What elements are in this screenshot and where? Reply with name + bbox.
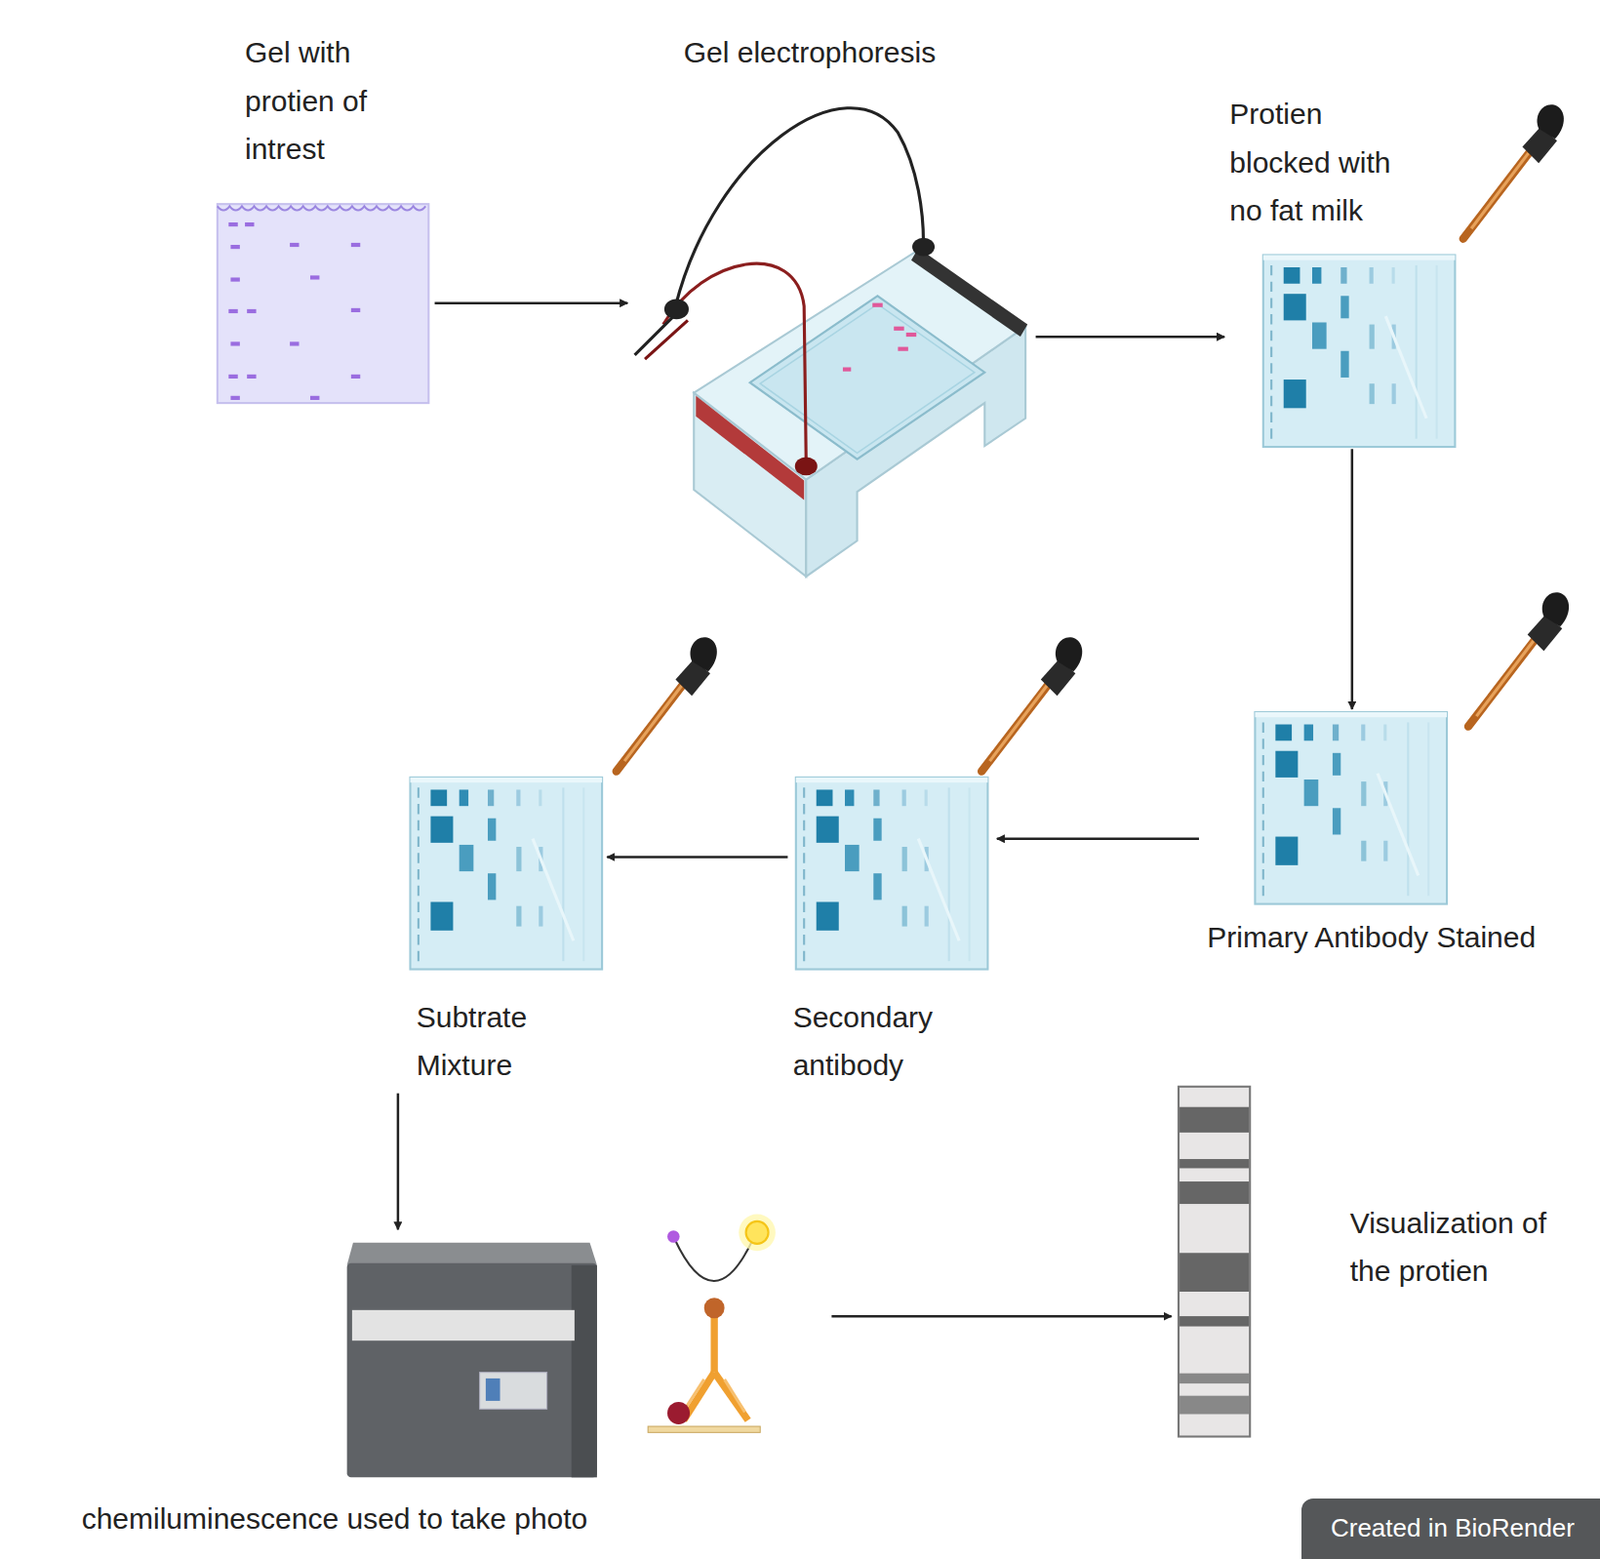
step-group: Protien blocked with no fat milk bbox=[1224, 89, 1462, 449]
step-label: chemiluminescence used to take photo bbox=[81, 1494, 589, 1544]
imager bbox=[347, 1242, 598, 1479]
step-group: Subtrate Mixture bbox=[387, 773, 607, 1094]
flow-arrow bbox=[606, 855, 788, 859]
electrophoresis-tank bbox=[635, 108, 1029, 577]
flow-arrow bbox=[831, 1315, 1171, 1319]
step-group: Primary Antibody Stained bbox=[1199, 709, 1579, 970]
step-group: Secondary antibody bbox=[787, 773, 997, 1094]
gel-image bbox=[217, 203, 429, 403]
step-group: Gel with protien of intrest bbox=[216, 28, 436, 408]
flow-arrow bbox=[1351, 448, 1355, 710]
antibody-symbol bbox=[647, 1214, 776, 1434]
step-label: Primary Antibody Stained bbox=[1206, 913, 1536, 962]
step-label: Secondary antibody bbox=[793, 993, 967, 1090]
flow-arrow bbox=[435, 301, 629, 305]
watermark: Created in BioRender bbox=[1301, 1498, 1600, 1559]
step-group: Visualization of the protien bbox=[1171, 1081, 1592, 1441]
step-group: Gel electrophoresis bbox=[627, 28, 1036, 580]
step-label: Visualization of the protien bbox=[1350, 1199, 1592, 1296]
flow-arrow bbox=[997, 837, 1200, 840]
flow-arrow bbox=[397, 1093, 400, 1231]
step-group: chemiluminescence used to take photo bbox=[76, 1229, 832, 1547]
step-label: Gel electrophoresis bbox=[683, 28, 936, 78]
blot-strip bbox=[1178, 1086, 1250, 1438]
dropper bbox=[616, 104, 1569, 771]
step-label: Subtrate Mixture bbox=[416, 993, 580, 1090]
step-label: Protien blocked with no fat milk bbox=[1229, 89, 1424, 236]
step-label: Gel with protien of intrest bbox=[244, 28, 419, 174]
flow-arrow bbox=[1036, 335, 1226, 339]
membrane bbox=[410, 254, 1456, 969]
